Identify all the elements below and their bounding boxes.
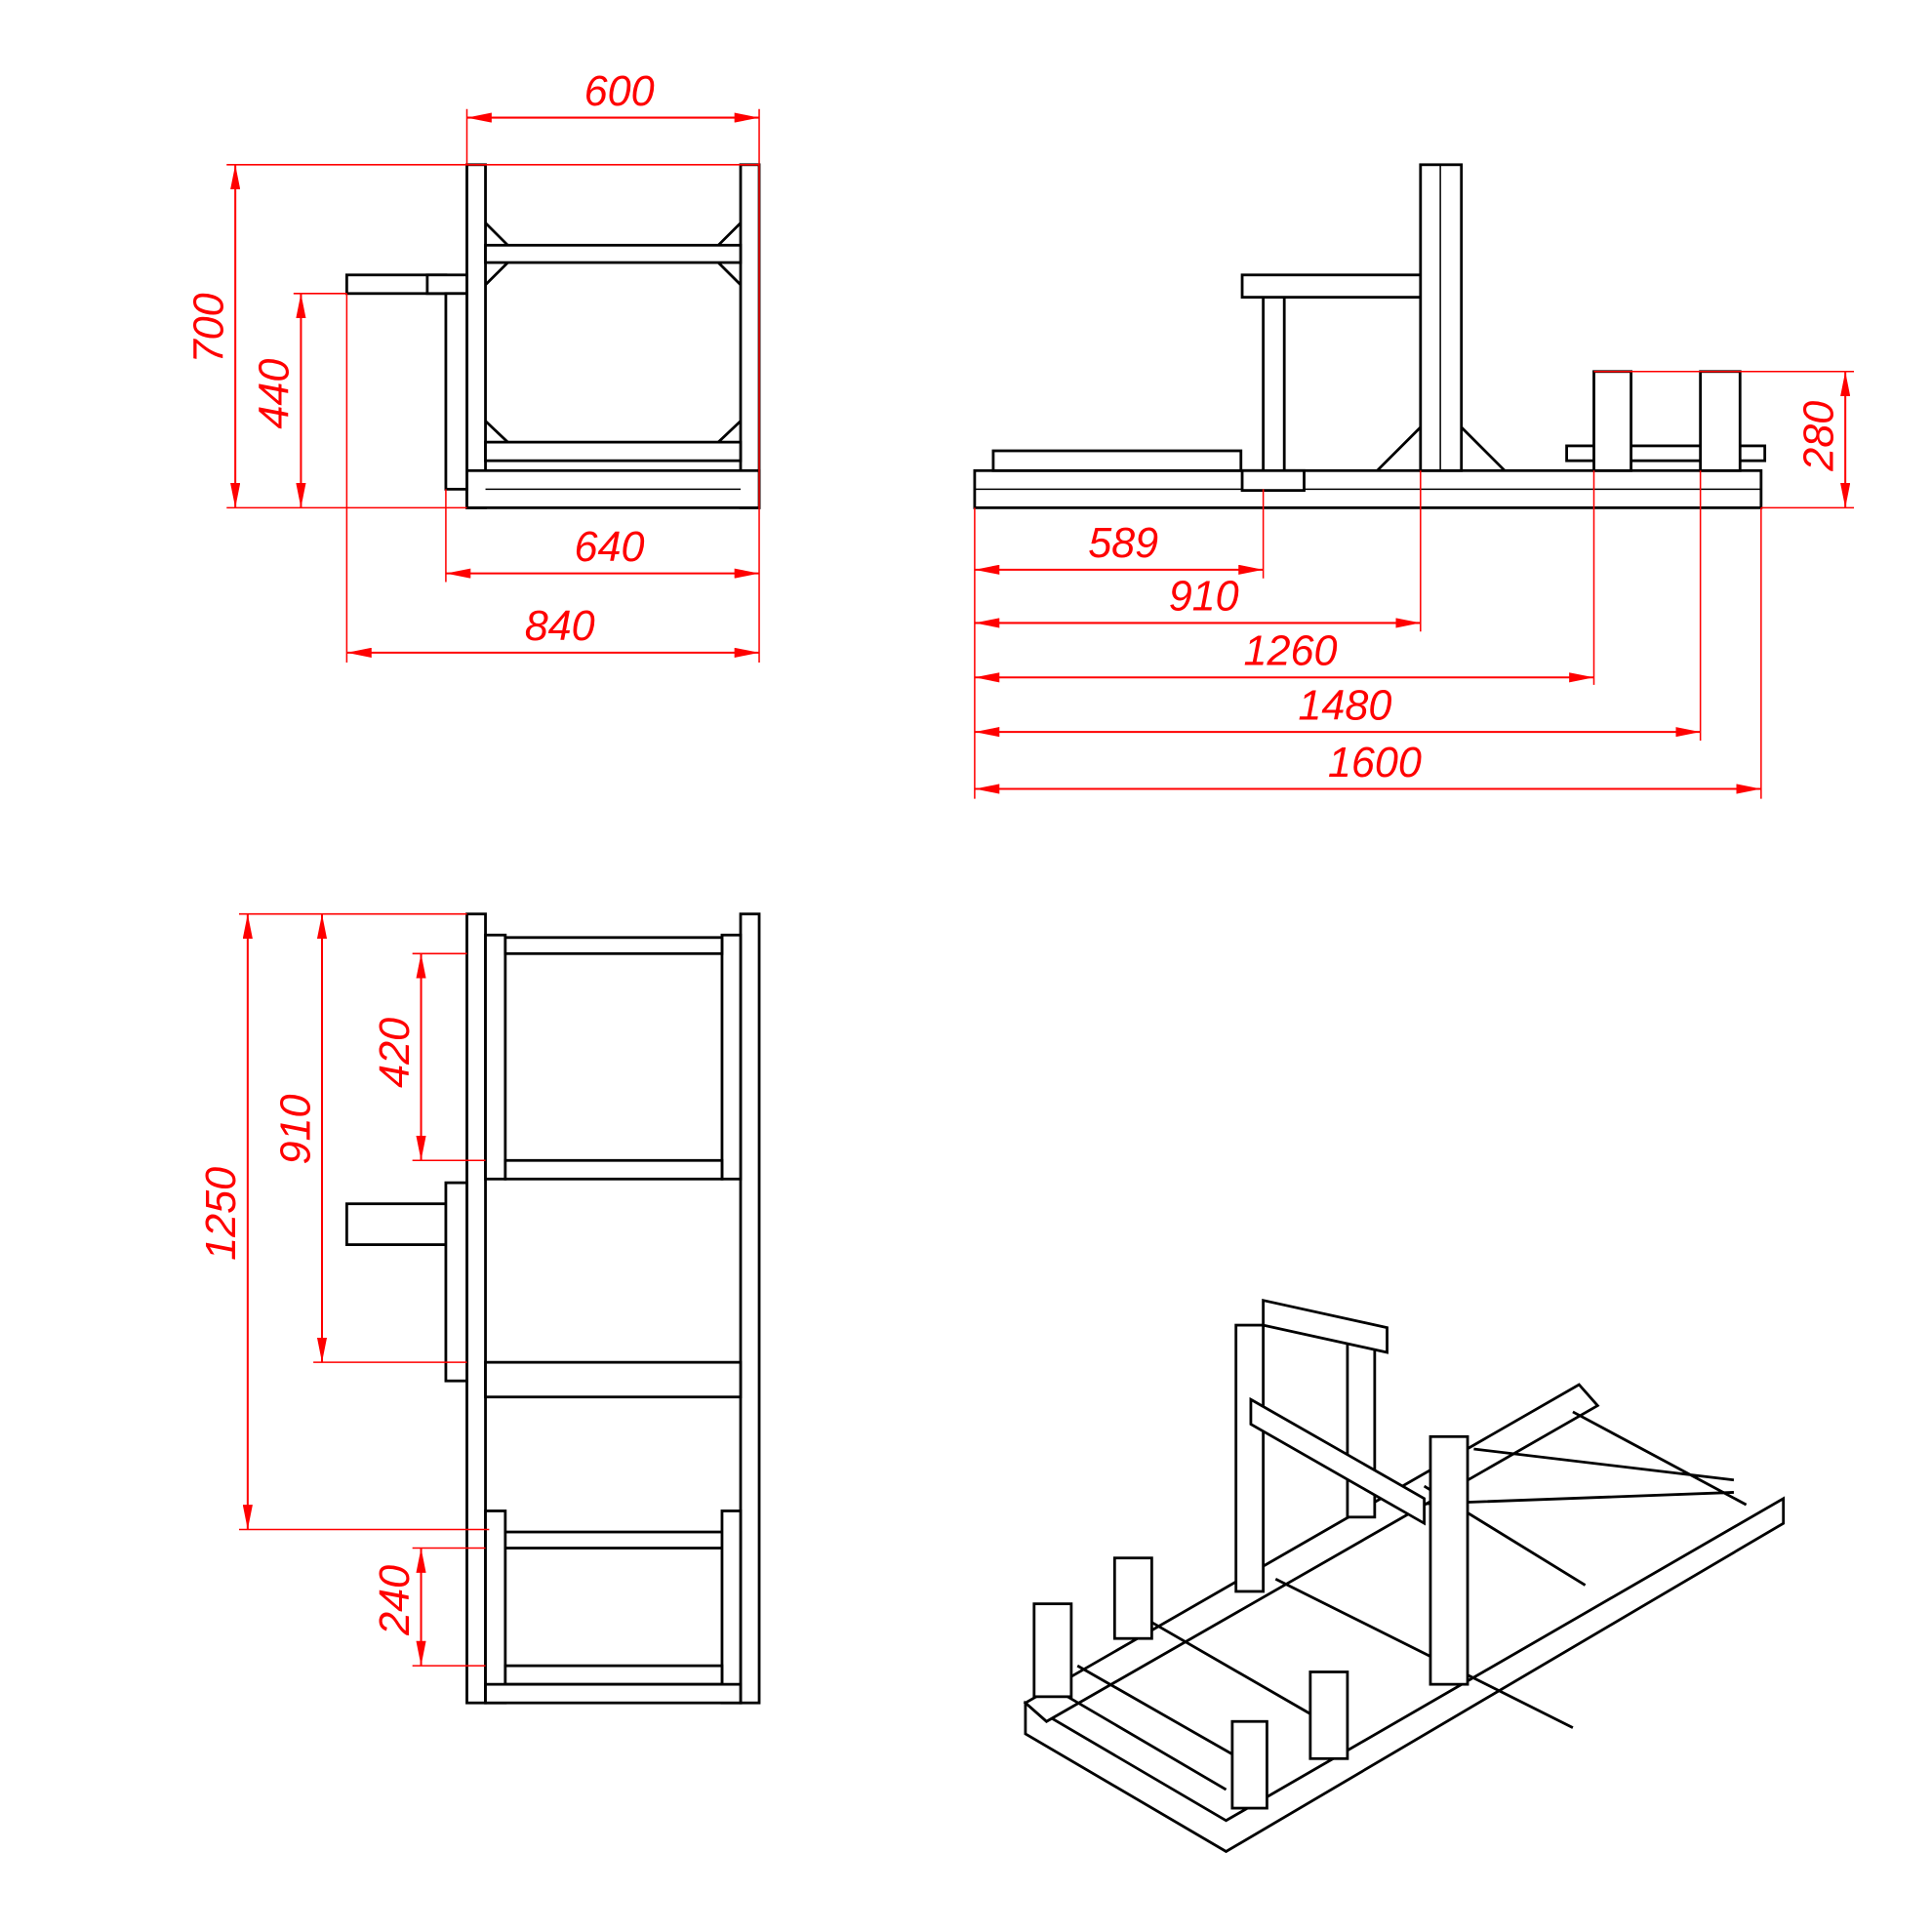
dim-640: 640 — [574, 524, 644, 571]
dim-1260: 1260 — [1244, 628, 1338, 675]
dim-589: 589 — [1088, 520, 1158, 567]
isometric-view — [1023, 1298, 1786, 1854]
dim-1250: 1250 — [198, 1167, 245, 1261]
front-view — [344, 163, 761, 509]
dim-910-top: 910 — [272, 1095, 319, 1165]
dim-420: 420 — [372, 1018, 419, 1088]
dim-1480: 1480 — [1298, 682, 1391, 729]
dim-910-side: 910 — [1169, 574, 1239, 621]
side-view — [973, 163, 1767, 509]
dim-600: 600 — [584, 68, 655, 115]
dim-840: 840 — [525, 603, 595, 650]
side-dimensions: 589 910 1260 1480 1600 280 — [974, 371, 1855, 799]
top-view — [344, 912, 761, 1705]
dim-1600: 1600 — [1328, 740, 1422, 786]
front-dimensions: 600 700 440 640 840 — [185, 68, 760, 664]
dim-700: 700 — [185, 293, 232, 363]
dim-280: 280 — [1795, 401, 1842, 472]
top-dimensions: 1250 910 420 240 — [198, 912, 490, 1667]
dim-240: 240 — [372, 1565, 419, 1636]
dim-440: 440 — [252, 359, 299, 429]
